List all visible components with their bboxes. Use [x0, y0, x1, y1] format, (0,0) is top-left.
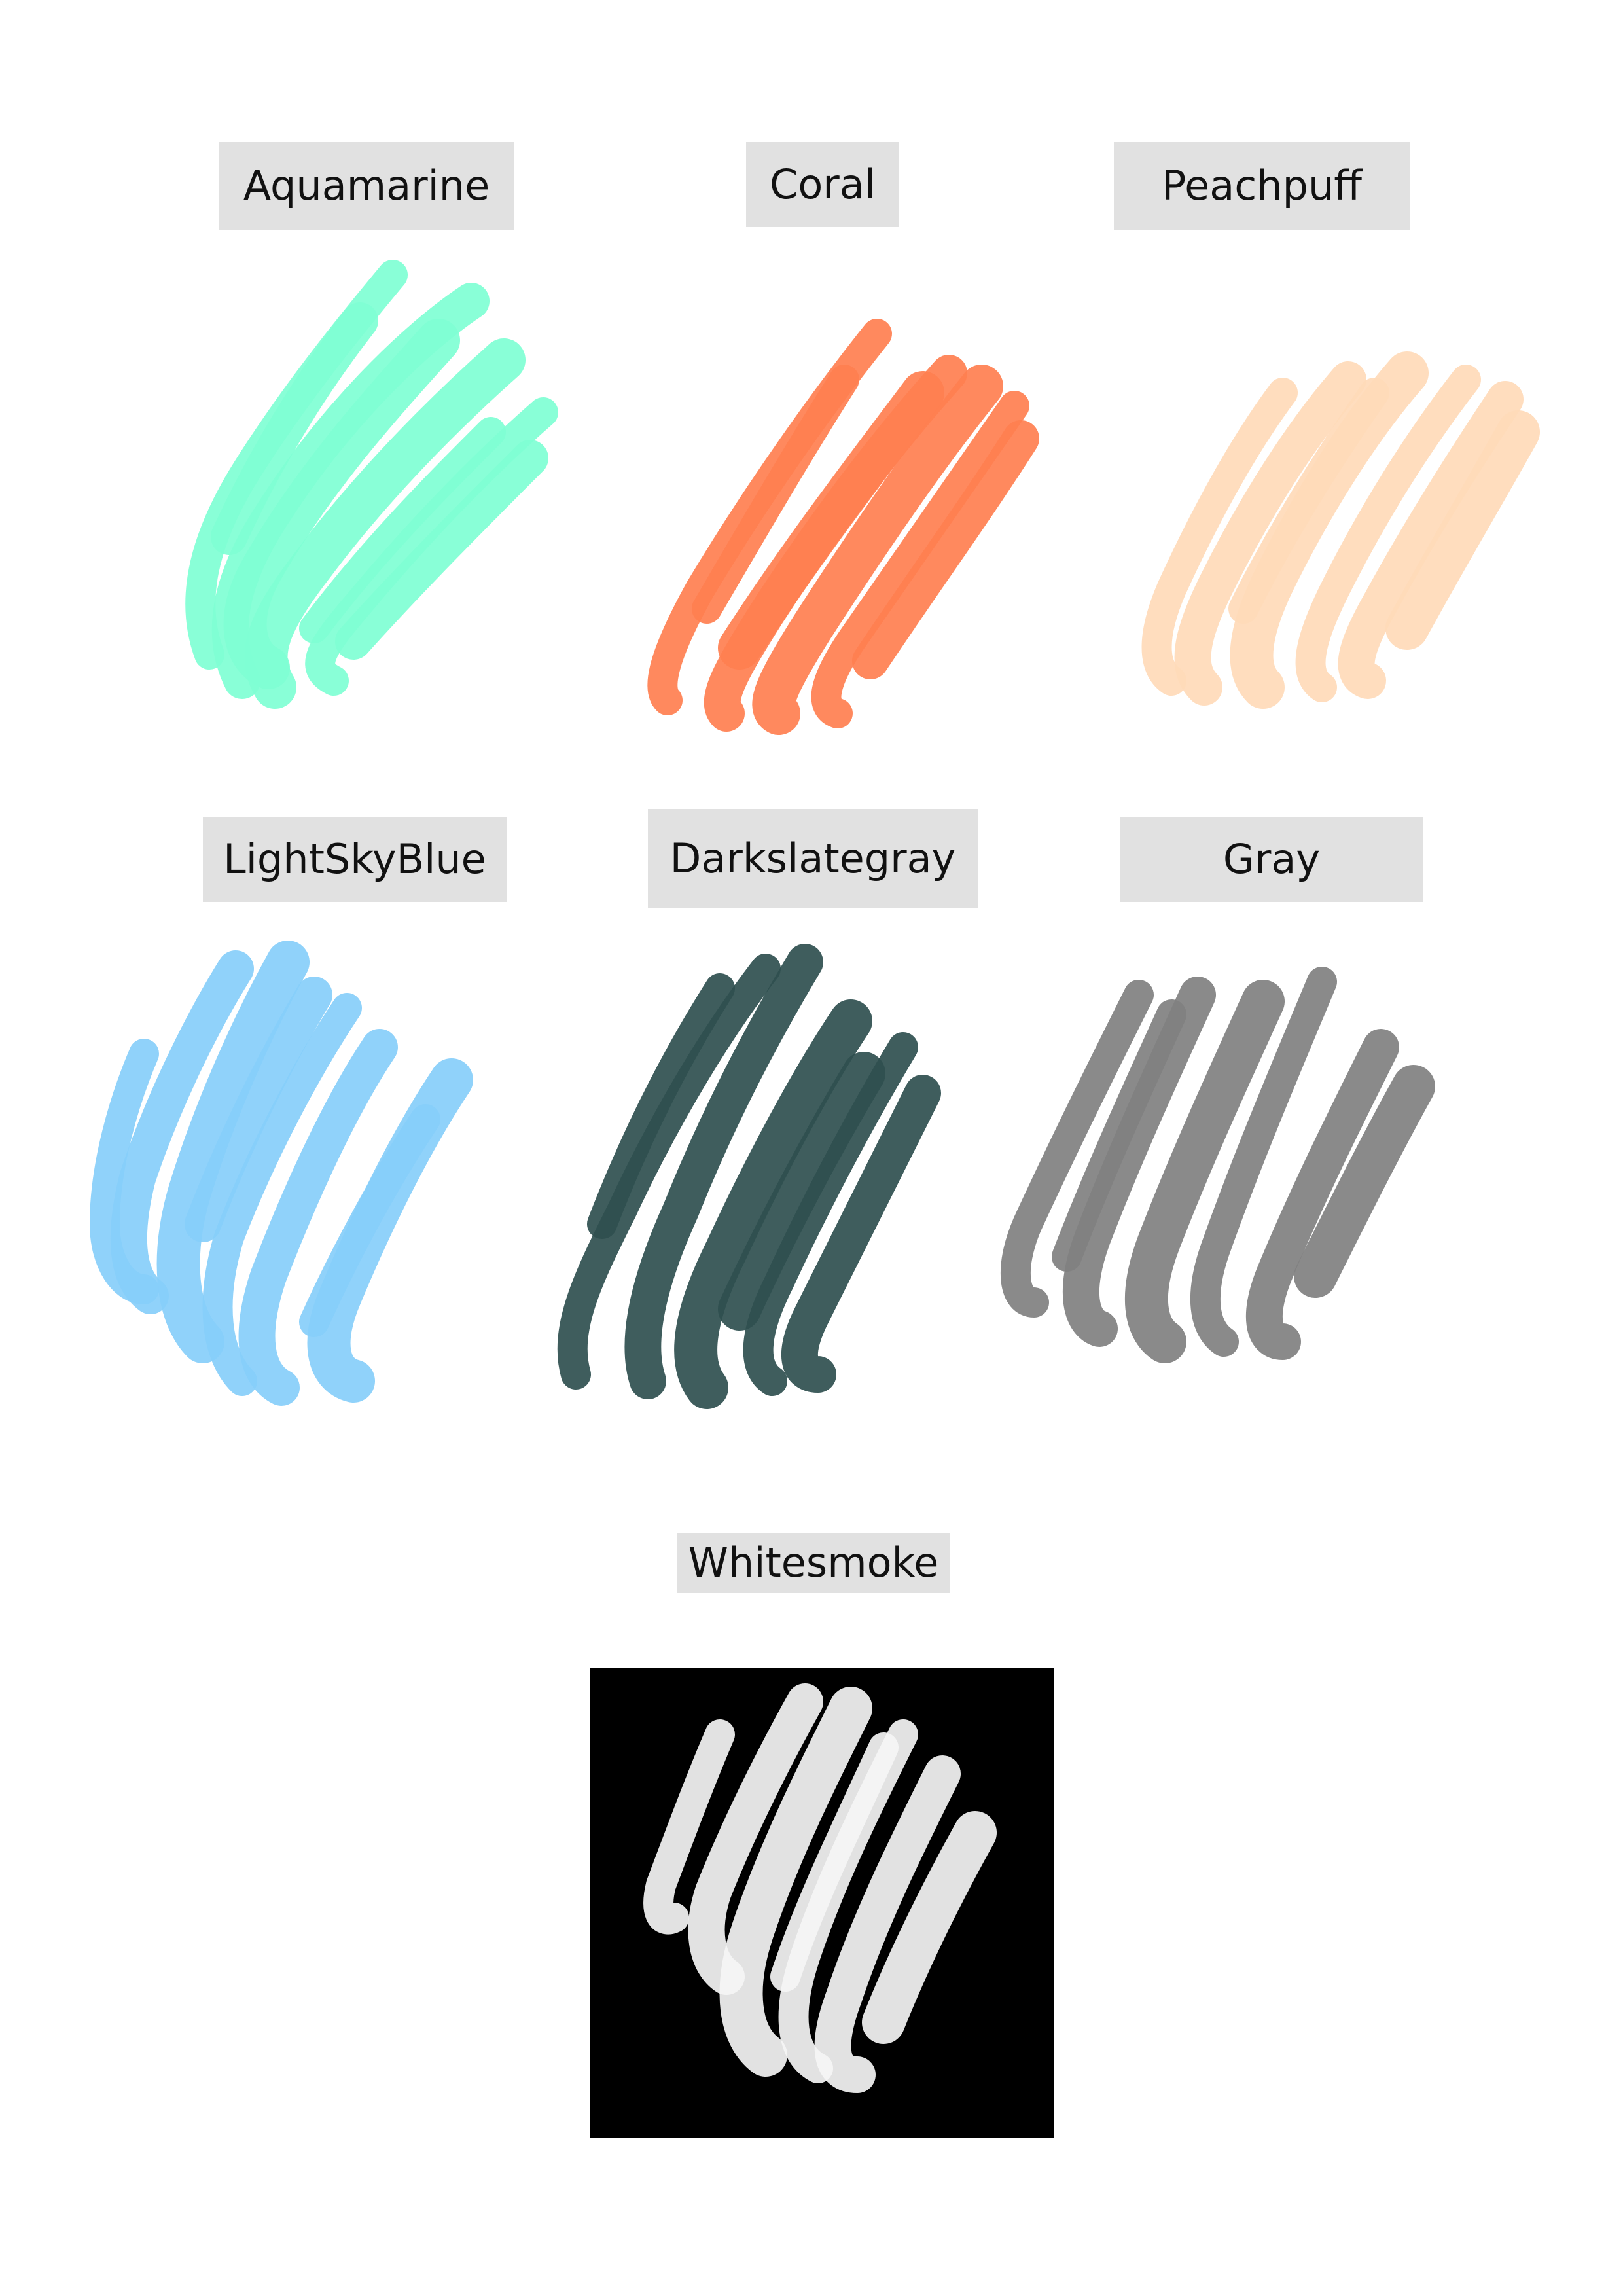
swatch-label-coral: Coral [746, 142, 899, 227]
scribble-darkslategray [557, 944, 941, 1409]
scribble-gray [1000, 967, 1435, 1363]
swatch-label-whitesmoke: Whitesmoke [677, 1533, 950, 1593]
scribble-coral [647, 319, 1039, 735]
scribble-whitesmoke [643, 1683, 997, 2093]
scribble-aquamarine [185, 260, 558, 709]
swatch-label-lightskyblue: LightSkyBlue [203, 817, 507, 902]
swatch-label-peachpuff: Peachpuff [1114, 142, 1410, 230]
swatch-label-darkslategray: Darkslategray [648, 809, 978, 908]
scribble-peachpuff [1141, 351, 1540, 709]
scribble-lightskyblue [90, 941, 473, 1406]
swatch-label-aquamarine: Aquamarine [219, 142, 514, 230]
swatch-label-gray: Gray [1120, 817, 1423, 902]
